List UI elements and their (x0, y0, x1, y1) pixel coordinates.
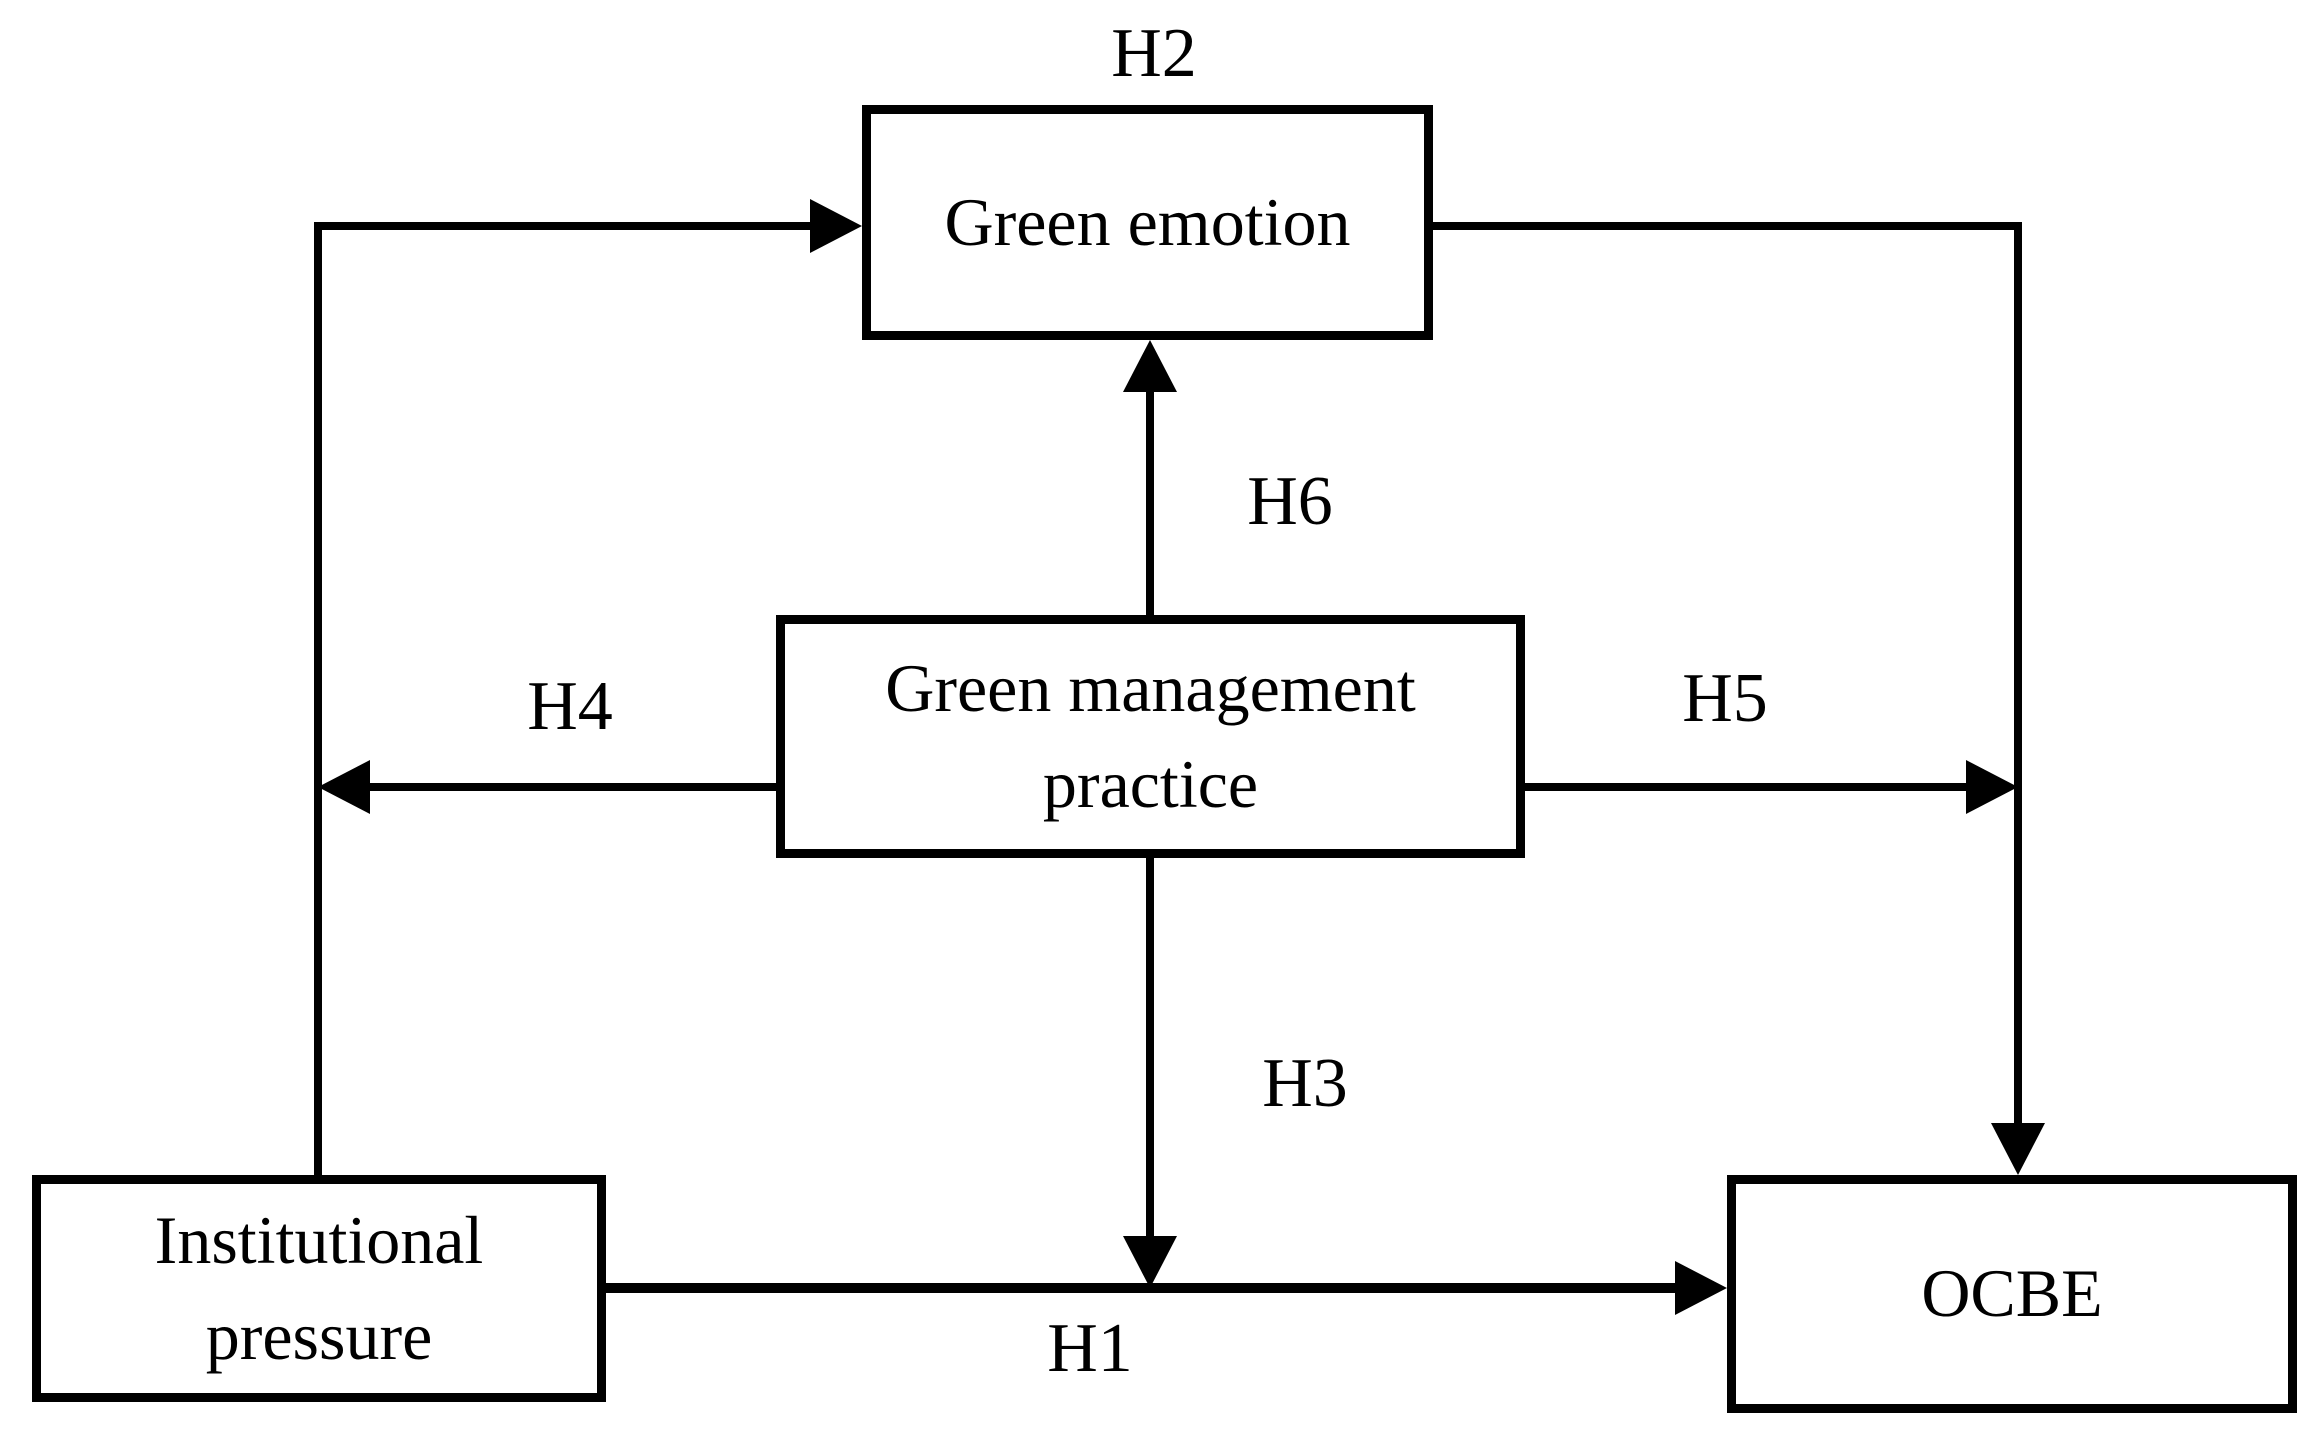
h5-arrowhead (1966, 760, 2018, 814)
green-management-practice-box: Green management practice (776, 615, 1525, 858)
institutional-pressure-label-line1: Institutional (154, 1202, 484, 1279)
emotion-to-ocbe-arrowhead (1991, 1123, 2045, 1175)
green-management-practice-label-line2: practice (1042, 745, 1259, 822)
h6-line (1146, 390, 1154, 615)
ocbe-box: OCBE (1727, 1175, 2297, 1413)
path-emotion-to-ocbe-horizontal (1433, 222, 2022, 230)
h5-line (1525, 783, 1970, 791)
h4-line (366, 783, 776, 791)
h4-label: H4 (527, 668, 613, 745)
green-emotion-label: Green emotion (944, 183, 1351, 260)
ocbe-label: OCBE (1921, 1255, 2103, 1332)
h6-label: H6 (1247, 463, 1333, 540)
institutional-pressure-box: Institutional pressure (32, 1175, 606, 1402)
institutional-pressure-label-line2: pressure (205, 1297, 433, 1374)
green-emotion-box: Green emotion (862, 105, 1433, 340)
h5-label: H5 (1682, 660, 1768, 737)
h1-label: H1 (1047, 1310, 1133, 1387)
path-institutional-to-emotion-vertical (314, 222, 322, 1179)
green-management-practice-label-line1: Green management (885, 650, 1416, 727)
h3-line (1146, 858, 1154, 1240)
h2-label: H2 (1111, 15, 1197, 92)
h3-arrowhead (1123, 1236, 1177, 1288)
h4-arrowhead (318, 760, 370, 814)
h1-arrowhead (1675, 1261, 1727, 1315)
path-institutional-to-emotion-horizontal (314, 222, 814, 230)
path-emotion-to-ocbe-vertical (2014, 222, 2022, 1132)
h1-line (606, 1283, 1678, 1293)
h3-label: H3 (1262, 1045, 1348, 1122)
h2-arrowhead (810, 199, 862, 253)
h6-arrowhead (1123, 340, 1177, 392)
